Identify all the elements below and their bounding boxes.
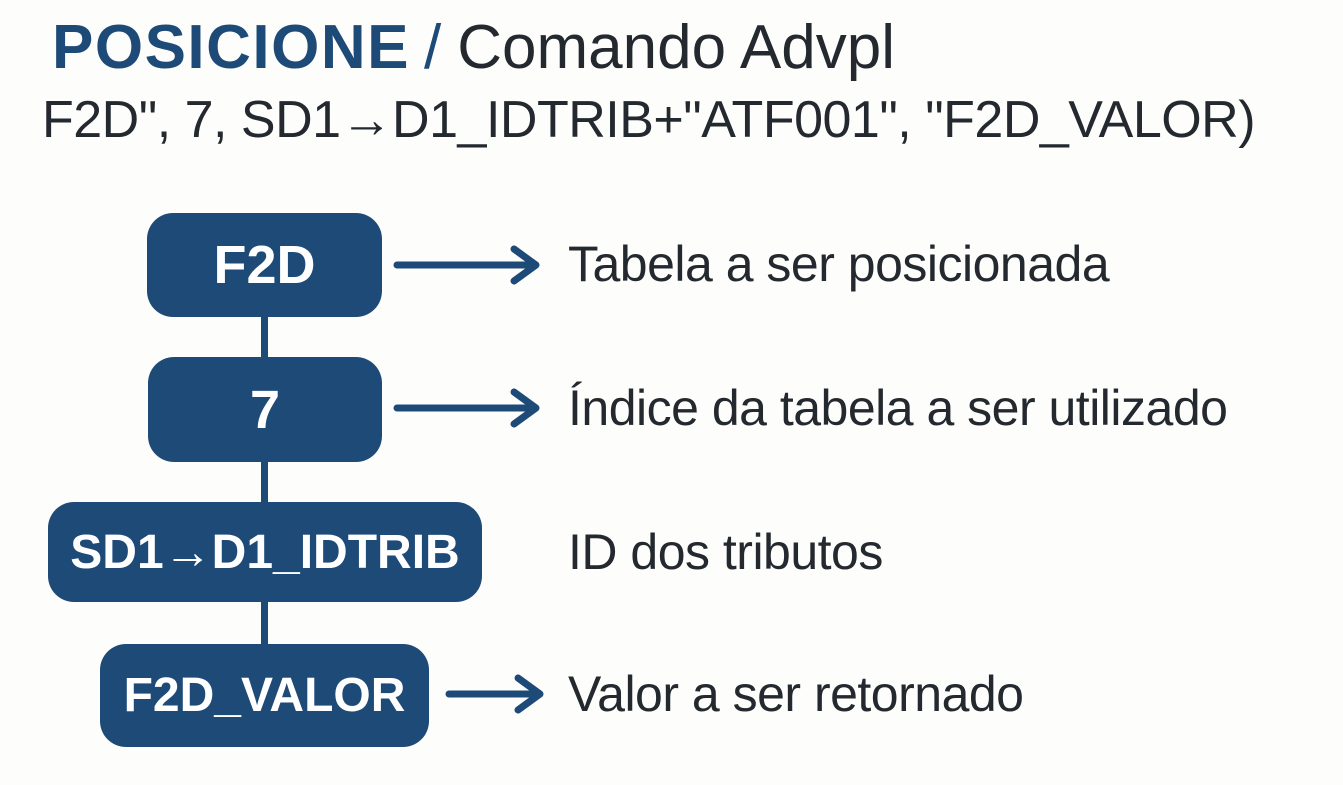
page-title: POSICIONE/Comando Advpl xyxy=(52,13,895,82)
node-index: 7 xyxy=(148,357,382,462)
connector-line xyxy=(261,314,268,360)
arrow-right-icon xyxy=(393,242,545,288)
title-separator: / xyxy=(424,13,442,82)
description-return-field: Valor a ser retornado xyxy=(568,666,1024,722)
node-table-label: F2D xyxy=(213,235,316,295)
connector-line xyxy=(261,599,268,647)
connector-line xyxy=(261,459,268,505)
node-field-key-label: SD1→D1_IDTRIB xyxy=(70,525,460,579)
description-table: Tabela a ser posicionada xyxy=(568,236,1110,292)
arrow-right-icon xyxy=(393,385,545,431)
node-table: F2D xyxy=(147,213,382,317)
code-line: F2D", 7, SD1→D1_IDTRIB+"ATF001", "F2D_VA… xyxy=(42,91,1256,149)
command-name: POSICIONE xyxy=(52,13,411,82)
description-index: Índice da tabela a ser utilizado xyxy=(568,380,1228,436)
node-return-field: F2D_VALOR xyxy=(100,644,429,747)
node-index-label: 7 xyxy=(249,379,281,440)
command-category: Comando Advpl xyxy=(457,13,895,82)
arrow-right-icon xyxy=(445,671,549,717)
description-field-key: ID dos tributos xyxy=(568,524,883,580)
node-field-key: SD1→D1_IDTRIB xyxy=(48,502,482,602)
node-return-field-label: F2D_VALOR xyxy=(123,669,406,722)
